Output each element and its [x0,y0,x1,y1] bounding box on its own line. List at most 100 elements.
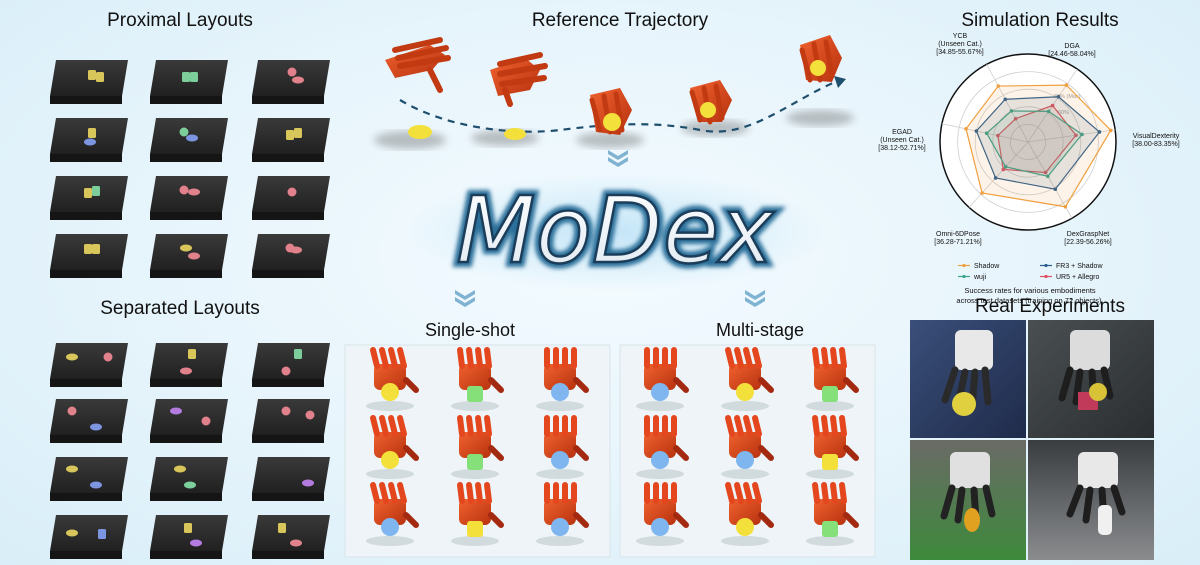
legend-label: FR3 + Shadow [1056,263,1103,270]
hand-thumb [488,445,504,461]
separated-layout-tile [252,399,330,443]
hand-shadow [451,536,499,546]
layout-object-box [88,70,96,80]
separated-layout-tile [50,515,128,559]
hand-palm [544,364,576,390]
separated-layout-tile [252,457,330,501]
hand-finger [370,415,380,437]
hand-thumb [573,445,589,461]
multi-stage-hand [636,415,689,479]
hand-finger [821,482,829,504]
hand-palm [644,364,676,390]
radar-point [1053,187,1058,192]
trajectory-hand-2 [490,52,548,107]
layout-object-ball [281,406,291,416]
table-top [252,515,330,551]
multi-stage-hand [806,415,859,479]
radar-point [993,176,998,180]
radar-point [1080,132,1084,137]
multi-stage-hand [636,347,689,411]
radar-axis-label: [24.46-58.04%] [1048,51,1096,58]
trajectory-object-2 [504,128,526,140]
layout-object-box [278,523,286,533]
hand-shadow [806,401,854,411]
table-edge [252,493,324,501]
single-shot-grid [366,347,589,546]
layout-object-box [184,523,192,533]
hand-shadow [636,401,684,411]
trajectory-hand-3 [589,88,632,135]
hand-finger [466,482,474,504]
layout-object-flat [186,134,198,142]
layout-object-box [92,244,100,254]
hand-finger [466,347,474,369]
hand-palm [729,364,761,390]
hand-palm [374,364,406,390]
grasp-object-ball [736,518,754,536]
radar-point [1056,94,1061,99]
radar-point [1050,103,1055,108]
hand-thumb [758,377,774,393]
hand-finger [743,347,753,369]
single-shot-hand [536,482,589,546]
multi-stage-hand [806,482,859,546]
separated-layout-tile [50,399,128,443]
radar-spoke [986,64,1029,143]
hand-palm [644,499,676,525]
layout-object-ball [281,366,291,376]
legend-marker [1044,263,1048,268]
hand-thumb [573,377,589,393]
single-shot-hand [366,482,419,546]
table-top [252,343,330,379]
radar-axis-label: Omni-6DPose [936,231,980,238]
hand-finger [379,482,389,504]
table-edge [150,435,222,443]
radar-point [1108,128,1113,133]
table-top [150,176,228,212]
separated-layout-tile [252,343,330,387]
chevron-down-icon [608,150,628,167]
layout-object-flat [180,244,192,252]
table-edge [150,270,222,278]
grasp-object-box [822,386,838,402]
radar-ring-label: 60% [1058,110,1069,116]
table-edge [50,379,122,387]
layout-object-box [84,188,92,198]
real-photo-3-hand [940,452,996,532]
table-edge [252,551,324,559]
proximal-layout-tile [150,60,228,104]
table-edge [50,493,122,501]
radar-point [1043,170,1048,175]
proximal-layout-tile [252,118,330,162]
radar-grid-ring [1010,124,1047,161]
hand-finger [457,415,465,437]
hand-thumb [403,512,419,528]
hand-thumb [758,512,774,528]
hand-palm [459,364,491,390]
hand-finger [830,347,838,369]
radar-point [974,129,979,133]
real-photo-1-hand [941,330,993,416]
legend-label: Shadow [974,263,1000,270]
layout-object-flat [188,188,200,196]
hand-finger [397,482,407,504]
single-shot-title: Single-shot [424,320,516,340]
hand-finger [743,415,753,437]
radar-point [980,191,984,195]
proximal-layouts-title: Proximal Layouts [107,10,253,31]
radar-point [996,84,1001,88]
hand-finger [370,482,380,504]
radar-point [1097,130,1102,134]
proximal-layout-tile [252,176,330,220]
multi-stage-hand [721,347,774,411]
separated-layout-tile [150,399,228,443]
layout-object-flat [66,529,78,537]
real-photo-2-hand [1058,330,1114,410]
radar-chart: 80% (Max)60%VisualDexterity[38.00-83.35%… [878,33,1180,305]
layout-object-box [84,244,92,254]
hand-palm [459,499,491,525]
separated-layouts-title: Separated Layouts [100,298,260,319]
layout-object-flat [66,465,78,473]
hand-shadow [366,536,414,546]
hand-finger [839,415,847,437]
